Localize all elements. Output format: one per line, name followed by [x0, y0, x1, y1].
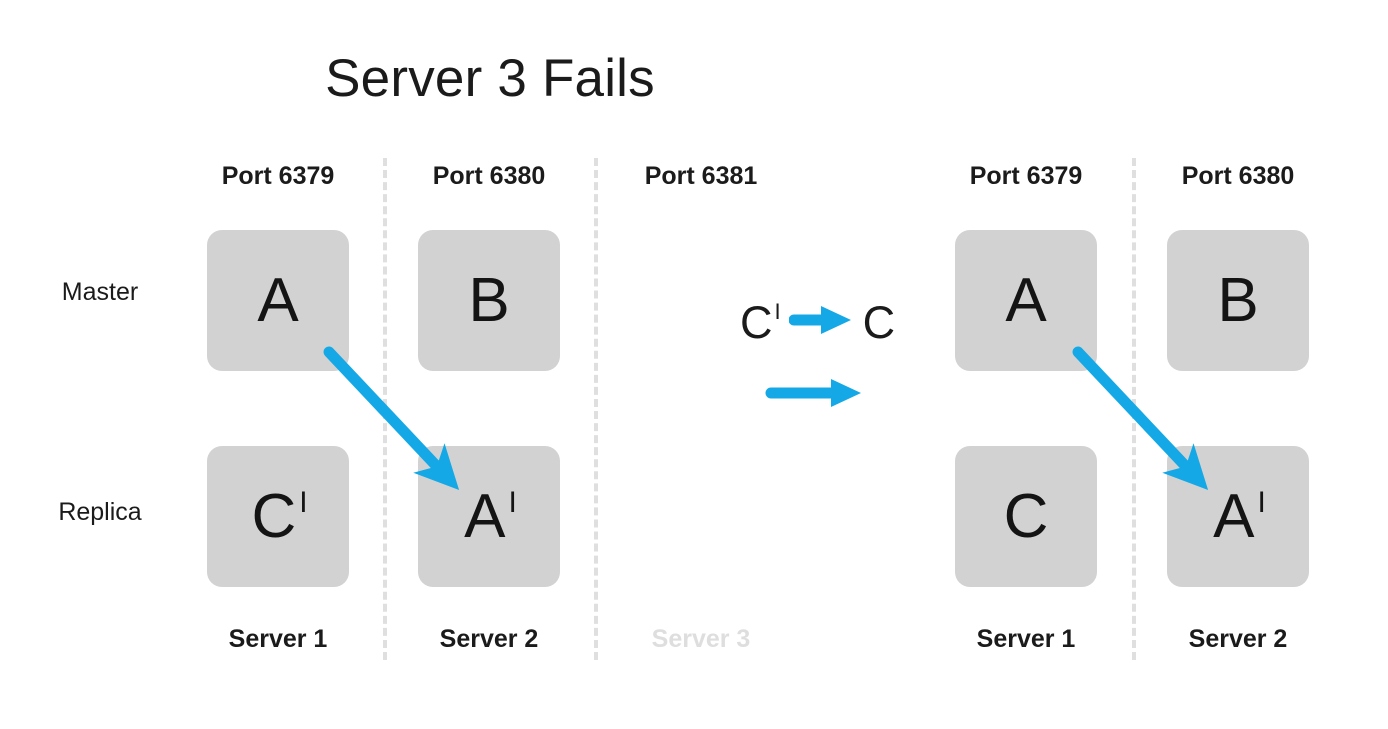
node-before-s1-master[interactable]: A	[207, 230, 349, 371]
prime-mark: I	[1257, 485, 1266, 519]
server-label: Server 2	[1188, 625, 1288, 653]
server-label: Server 2	[439, 625, 539, 653]
transform-row-bottom	[765, 376, 865, 415]
node-after-s2-master[interactable]: B	[1167, 230, 1309, 371]
prime-mark: I	[508, 485, 517, 519]
divider-before-2	[594, 158, 598, 660]
transform-to-label: C	[862, 297, 896, 348]
node-label: A	[1005, 265, 1047, 335]
port-label: Port 6379	[969, 162, 1083, 190]
port-label: Port 6380	[432, 162, 546, 190]
server-label-failed: Server 3	[651, 625, 751, 653]
port-label: Port 6380	[1181, 162, 1295, 190]
divider-after-1	[1132, 158, 1136, 660]
node-label: C	[1003, 481, 1049, 551]
port-label: Port 6381	[644, 162, 758, 190]
node-after-s1-master[interactable]: A	[955, 230, 1097, 371]
node-after-s1-replica[interactable]: C	[955, 446, 1097, 587]
row-label-master: Master	[61, 278, 139, 306]
node-before-s2-master[interactable]: B	[418, 230, 560, 371]
prime-mark: I	[299, 485, 308, 519]
node-label: B	[1217, 265, 1259, 335]
node-label: A	[257, 265, 299, 335]
node-label: B	[468, 265, 510, 335]
page-title: Server 3 Fails	[325, 49, 655, 108]
server-label: Server 1	[228, 625, 328, 653]
row-label-replica: Replica	[58, 498, 142, 526]
server-label: Server 1	[976, 625, 1076, 653]
prime-mark: I	[774, 299, 781, 324]
arrow-right-icon	[765, 376, 865, 415]
arrow-right-icon	[788, 303, 855, 342]
divider-before-1	[383, 158, 387, 660]
port-label: Port 6379	[221, 162, 335, 190]
